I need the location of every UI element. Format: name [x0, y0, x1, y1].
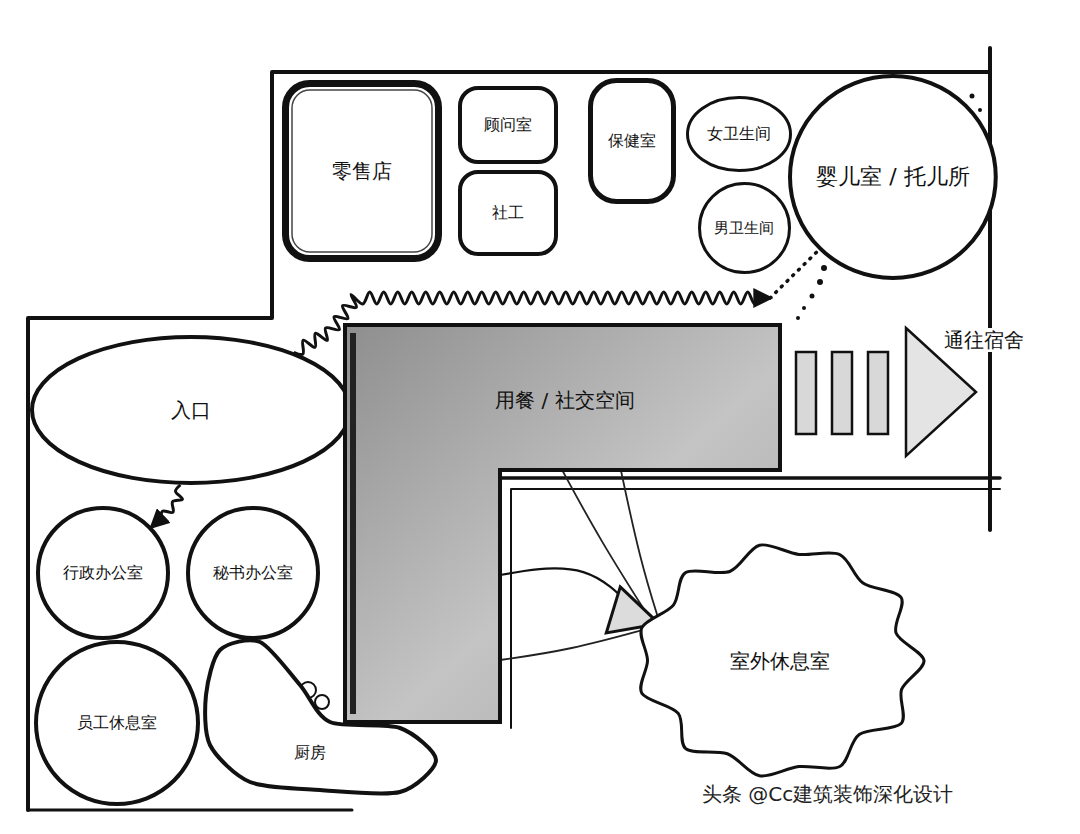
kitchen-bubble: 厨房 [200, 640, 440, 798]
text-box: 女卫生间 [686, 96, 792, 172]
text-box: 男卫生间 [698, 182, 791, 274]
room-label: 行政办公室 [63, 563, 143, 582]
text-box: 入口 [30, 335, 352, 485]
room-label: 顾问室 [484, 115, 532, 134]
text-box: 厨房 [230, 728, 390, 778]
arrow-bar [832, 352, 852, 434]
bubble-outline [38, 508, 168, 638]
consult-room: 顾问室 [458, 86, 558, 164]
text-box: 社工 [458, 170, 558, 256]
text-box: 行政办公室 [36, 506, 170, 640]
wavy-flow-line [152, 485, 183, 527]
text-box: 秘书办公室 [186, 506, 320, 640]
bubble-outline [188, 508, 318, 638]
bubble-outline [790, 76, 996, 278]
text-box: 保健室 [588, 78, 676, 204]
staff-room-bubble: 员工休息室 [34, 640, 200, 806]
room-label: 女卫生间 [707, 124, 771, 143]
text-box: 员工休息室 [34, 640, 200, 806]
room-label: 零售店 [332, 159, 392, 183]
room-outline [591, 81, 674, 202]
social-work-room: 社工 [458, 170, 558, 256]
room-outline [460, 172, 556, 254]
node-outline [200, 640, 440, 798]
room-label: 厨房 [294, 743, 326, 762]
outer-wall [28, 809, 352, 812]
flow-connector [152, 485, 183, 527]
room-outline [286, 84, 439, 259]
room-outline [460, 88, 556, 162]
text-box: 用餐 / 社交空间 [385, 345, 745, 455]
text-box: 零售店 [282, 80, 442, 262]
text-box: 室外休息室 [630, 538, 930, 783]
room-label: 保健室 [608, 131, 656, 150]
sketch-stroke [292, 90, 432, 252]
retail-room: 零售店 [282, 80, 442, 262]
room-label: 室外休息室 [730, 649, 830, 673]
entrance-bubble: 入口 [30, 335, 352, 485]
room-label: 用餐 / 社交空间 [495, 388, 634, 412]
text-box: 婴儿室 / 托儿所 [788, 74, 998, 280]
bubble-outline [36, 642, 198, 804]
flow-connector [500, 466, 660, 660]
restroom-bubble: 男卫生间 [698, 182, 791, 274]
curved-flow-line [500, 568, 653, 622]
room-label: 男卫生间 [714, 219, 774, 237]
room-label: 员工休息室 [77, 713, 157, 732]
health-room: 保健室 [588, 78, 676, 204]
flow-stroke [500, 628, 650, 660]
bubble-outline [32, 337, 350, 483]
arrow-bar [796, 352, 816, 434]
room-label: 秘书办公室 [213, 563, 293, 582]
arrow-bar [868, 352, 888, 434]
watermark: 头条 @Cc建筑装饰深化设计 [700, 782, 955, 806]
room-label: 社工 [492, 203, 524, 222]
shade-stroke [350, 333, 356, 714]
outer-wall [28, 72, 990, 810]
office-bubble: 行政办公室 [36, 506, 170, 640]
bubble-outline [699, 184, 789, 273]
office-bubble: 秘书办公室 [186, 506, 320, 640]
direction-label: 通往宿舍 [942, 328, 1026, 352]
text-box: 顾问室 [458, 86, 558, 164]
bubble-outline [688, 98, 791, 171]
restroom-bubble: 女卫生间 [686, 96, 792, 172]
outer-wall [988, 48, 992, 530]
cloud-outline [641, 545, 924, 776]
nursery-bubble: 婴儿室 / 托儿所 [788, 74, 998, 280]
kitchen-outline [205, 640, 436, 793]
room-label: 入口 [171, 398, 211, 422]
outdoor-lounge-cloud: 室外休息室 [630, 538, 930, 783]
room-label: 婴儿室 / 托儿所 [816, 164, 969, 190]
